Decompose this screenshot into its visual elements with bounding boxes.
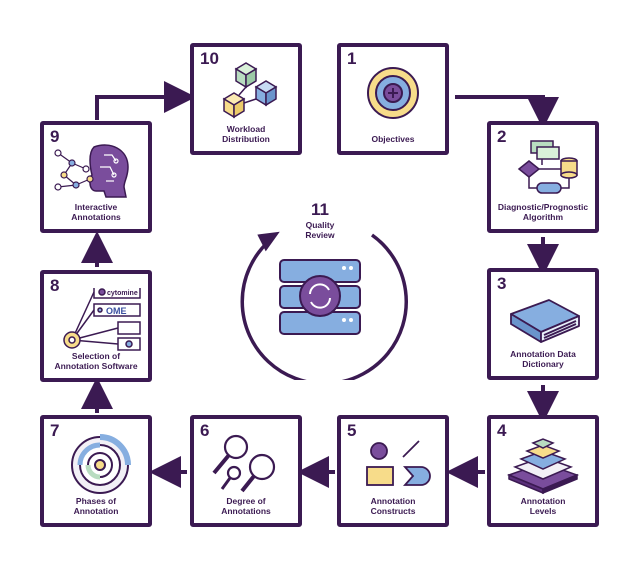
step-label: Workload Distribution: [222, 124, 270, 144]
cubes-icon: [222, 62, 278, 119]
step-number: 3: [497, 274, 507, 293]
step-2-card: 2 Diagnostic/Prognostic Algorithm: [487, 121, 599, 233]
arrow-9-to-10: [95, 81, 196, 120]
step-11-label: Quality Review: [305, 220, 335, 240]
flowchart-icon: [517, 140, 578, 194]
step-number: 10: [200, 49, 219, 68]
step-label: Interactive Annotations: [71, 202, 121, 222]
layers-icon: [506, 438, 580, 495]
step-label: Phases of Annotation: [73, 496, 119, 516]
shapes-icon: [366, 440, 431, 486]
step-label: Degree of Annotations: [221, 496, 271, 516]
step-number: 1: [347, 49, 357, 68]
arrow-1-to-2: [455, 95, 559, 129]
step-number: 9: [50, 127, 60, 146]
step-number: 4: [497, 421, 507, 440]
quality-review-cycle-icon: [240, 231, 408, 380]
step-11-number: 11: [311, 200, 329, 219]
step-label: Objectives: [371, 134, 415, 144]
step-number: 8: [50, 276, 60, 295]
magnifier-icon: [212, 434, 276, 493]
step-10-card: 10 Workload Distribution: [190, 43, 302, 155]
software-selection-icon: cytomine OME: [63, 288, 141, 351]
step-8-card: 8 cytomine OME Selection of Annotation S…: [40, 270, 152, 382]
software-logo-ome: OME: [106, 306, 127, 316]
step-6-card: 6 Degree of Annotations: [190, 415, 302, 527]
step-label: Annotation Levels: [520, 496, 566, 516]
step-label: Diagnostic/Prognostic Algorithm: [497, 202, 589, 222]
step-label: Annotation Data Dictionary: [510, 349, 576, 369]
step-5-card: 5 Annotation Constructs: [337, 415, 449, 527]
step-label: Annotation Constructs: [370, 496, 416, 516]
step-number: 5: [347, 421, 357, 440]
step-label: Selection of Annotation Software: [54, 351, 138, 371]
step-number: 7: [50, 421, 60, 440]
step-7-card: 7 Phases of Annotation: [40, 415, 152, 527]
step-9-card: 9 Interactive Annotations: [40, 121, 152, 233]
concentric-rings-icon: [71, 434, 131, 494]
step-number: 2: [497, 127, 507, 146]
step-3-card: 3 Annotation Data Dictionary: [487, 268, 599, 380]
book-icon: [510, 299, 580, 343]
step-4-card: 4 Annotation Levels: [487, 415, 599, 527]
brain-head-icon: [54, 144, 129, 198]
step-number: 6: [200, 421, 210, 440]
software-logo-cytomine: cytomine: [107, 290, 138, 297]
step-1-card: 1 Objectives: [337, 43, 449, 155]
target-icon: [367, 67, 419, 119]
